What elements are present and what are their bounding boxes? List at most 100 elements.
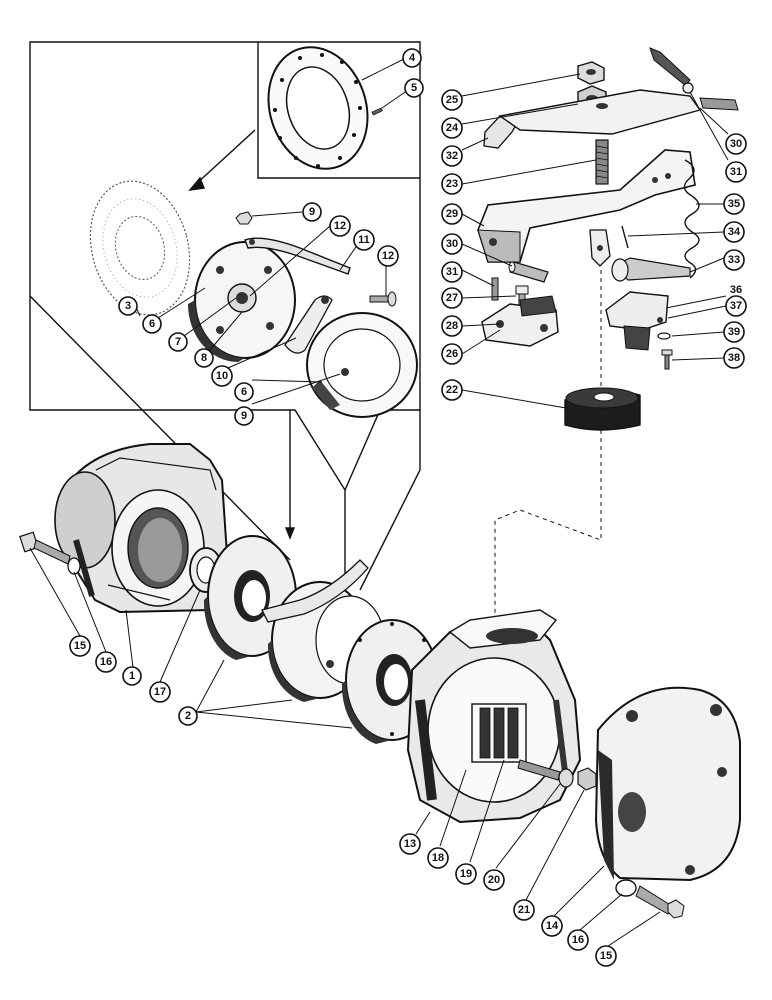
callout-29: 29	[441, 203, 463, 225]
clutch-housing-part	[19, 443, 232, 614]
release-ring-part	[284, 295, 418, 418]
svg-text:29: 29	[446, 208, 458, 220]
svg-text:35: 35	[728, 198, 740, 210]
callout-33: 33	[723, 249, 745, 271]
callout-4: 4	[402, 48, 422, 68]
callout-31: 31	[441, 261, 463, 283]
callout-17: 17	[149, 681, 171, 703]
svg-text:12: 12	[382, 250, 394, 262]
callout-36: 36	[730, 284, 742, 296]
svg-text:15: 15	[74, 640, 86, 652]
callout-19: 19	[455, 863, 477, 885]
svg-text:13: 13	[404, 838, 416, 850]
callout-11: 11	[353, 229, 375, 251]
svg-text:4: 4	[409, 52, 416, 64]
svg-text:11: 11	[358, 234, 370, 246]
callout-24: 24	[441, 117, 463, 139]
callout-38: 38	[723, 347, 745, 369]
svg-text:16: 16	[572, 934, 584, 946]
svg-text:25: 25	[446, 94, 458, 106]
callout-39: 39	[723, 321, 745, 343]
callout-30: 30	[441, 233, 463, 255]
callout-5: 5	[404, 78, 424, 98]
svg-text:3: 3	[125, 300, 131, 312]
clutch-disc-pack-part	[203, 535, 439, 744]
pressure-plate-part	[188, 211, 397, 362]
callout-10: 10	[211, 365, 233, 387]
svg-text:12: 12	[334, 220, 346, 232]
callout-6: 6	[234, 382, 254, 402]
callout-20: 20	[483, 869, 505, 891]
callout-12: 12	[377, 245, 399, 267]
svg-text:20: 20	[488, 874, 500, 886]
svg-text:17: 17	[154, 686, 166, 698]
leader-lines	[29, 57, 729, 947]
callout-25: 25	[441, 89, 463, 111]
svg-text:15: 15	[600, 950, 612, 962]
friction-ring-part	[267, 46, 383, 170]
callout-37: 37	[725, 295, 747, 317]
svg-text:27: 27	[446, 292, 458, 304]
svg-text:28: 28	[446, 320, 458, 332]
svg-text:9: 9	[241, 410, 247, 422]
svg-text:23: 23	[446, 178, 458, 190]
svg-text:5: 5	[411, 82, 417, 94]
callout-7: 7	[168, 332, 188, 352]
svg-text:37: 37	[730, 300, 742, 312]
svg-text:38: 38	[728, 352, 740, 364]
svg-text:21: 21	[518, 904, 530, 916]
callout-23: 23	[441, 173, 463, 195]
callout-28: 28	[441, 315, 463, 337]
callout-34: 34	[723, 221, 745, 243]
svg-text:6: 6	[149, 318, 155, 330]
callout-3: 3	[118, 296, 138, 316]
callout-12: 12	[329, 215, 351, 237]
callout-13: 13	[399, 833, 421, 855]
svg-text:8: 8	[201, 352, 207, 364]
svg-text:18: 18	[432, 852, 444, 864]
callout-2: 2	[178, 706, 198, 726]
svg-text:16: 16	[100, 656, 112, 668]
svg-text:10: 10	[216, 370, 228, 382]
svg-text:2: 2	[185, 710, 191, 722]
callout-15: 15	[595, 945, 617, 967]
svg-text:22: 22	[446, 384, 458, 396]
end-cover-part	[594, 686, 741, 919]
svg-text:26: 26	[446, 348, 458, 360]
callout-9: 9	[234, 406, 254, 426]
callout-labels: 4 5 9 12 11 12 3 6 7 8 10 6 9 25 24 30 3…	[69, 48, 747, 967]
callout-14: 14	[541, 915, 563, 937]
callout-8: 8	[194, 348, 214, 368]
callout-9: 9	[302, 202, 322, 222]
dotted-facing-disc-part	[89, 180, 191, 316]
callout-1: 1	[122, 666, 142, 686]
svg-text:6: 6	[241, 386, 247, 398]
linkage-assembly-part	[477, 47, 739, 640]
svg-text:30: 30	[446, 238, 458, 250]
callout-16: 16	[567, 929, 589, 951]
callout-16: 16	[95, 651, 117, 673]
callout-15: 15	[69, 635, 91, 657]
svg-text:39: 39	[728, 326, 740, 338]
svg-text:19: 19	[460, 868, 472, 880]
callout-18: 18	[427, 847, 449, 869]
svg-text:24: 24	[446, 122, 459, 134]
svg-text:33: 33	[728, 254, 740, 266]
svg-text:30: 30	[730, 138, 742, 150]
svg-text:7: 7	[175, 336, 181, 348]
svg-text:14: 14	[546, 920, 559, 932]
svg-text:31: 31	[446, 266, 458, 278]
svg-text:1: 1	[129, 670, 135, 682]
svg-text:36: 36	[730, 284, 742, 296]
callout-26: 26	[441, 343, 463, 365]
callout-21: 21	[513, 899, 535, 921]
callout-6: 6	[142, 314, 162, 334]
callout-32: 32	[441, 145, 463, 167]
svg-text:31: 31	[730, 166, 742, 178]
callout-30: 30	[725, 133, 747, 155]
svg-text:34: 34	[728, 226, 741, 238]
gear-case-part	[406, 609, 597, 824]
callout-31: 31	[725, 161, 747, 183]
callout-22: 22	[441, 379, 463, 401]
